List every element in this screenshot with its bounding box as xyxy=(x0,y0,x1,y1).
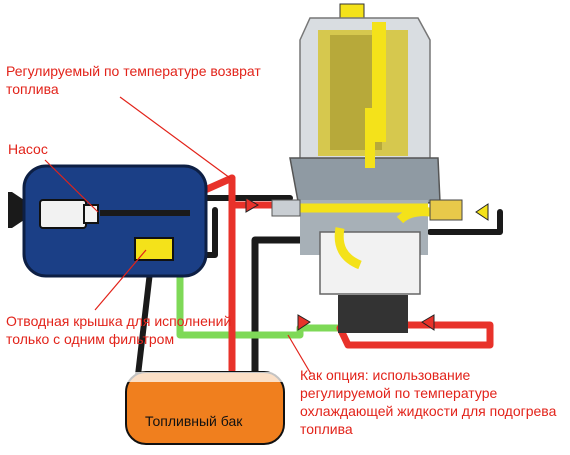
flow-arrow-icon xyxy=(245,197,489,331)
red-return-top xyxy=(201,174,304,209)
tank-label: Топливный бак xyxy=(145,413,243,429)
black-line-right xyxy=(427,209,503,235)
cover-label: Отводная крышка для исполнений только с … xyxy=(6,313,232,347)
option-label: Как опция: использование регулируемой по… xyxy=(300,367,557,437)
return-label: Регулируемый по температуре возврат топл… xyxy=(6,63,261,97)
pump-icon xyxy=(8,164,208,278)
red-option-line xyxy=(336,321,494,349)
black-line-tank-filter xyxy=(251,236,309,379)
pump-label: Насос xyxy=(8,141,48,157)
fuel-tank-icon xyxy=(125,371,285,445)
fuel-filter-icon xyxy=(271,3,463,333)
leader-lines xyxy=(44,96,312,375)
